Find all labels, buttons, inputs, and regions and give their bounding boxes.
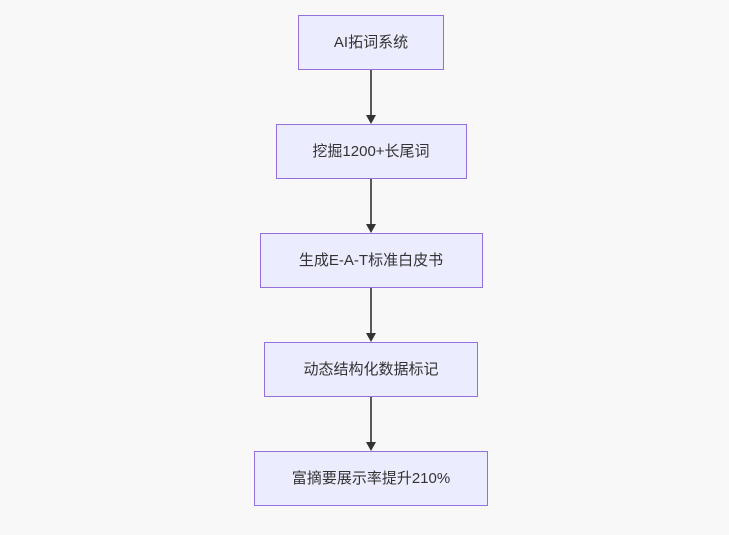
flowchart: AI拓词系统 挖掘1200+长尾词 生成E-A-T标准白皮书 动态结构化数据标记: [254, 15, 488, 506]
edge-arrow: [365, 288, 377, 342]
node-label: 动态结构化数据标记: [303, 361, 439, 378]
edge-arrow: [365, 70, 377, 124]
edge-line: [370, 288, 372, 334]
edge-line: [370, 397, 372, 443]
flowchart-node-rich-snippet-rate: 富摘要展示率提升210%: [254, 451, 488, 506]
flowchart-node-structured-data: 动态结构化数据标记: [264, 342, 478, 397]
arrowhead-icon: [366, 442, 376, 451]
node-label: 挖掘1200+长尾词: [312, 143, 430, 160]
arrowhead-icon: [366, 115, 376, 124]
edge-arrow: [365, 397, 377, 451]
node-label: AI拓词系统: [333, 34, 409, 51]
flowchart-node-ai-word-system: AI拓词系统: [298, 15, 444, 70]
flowchart-node-longtail-keywords: 挖掘1200+长尾词: [275, 124, 467, 179]
edge-line: [370, 70, 372, 116]
arrowhead-icon: [366, 224, 376, 233]
edge-arrow: [365, 179, 377, 233]
node-label: 生成E-A-T标准白皮书: [298, 252, 444, 269]
edge-line: [370, 179, 372, 225]
node-label: 富摘要展示率提升210%: [291, 470, 451, 487]
flowchart-node-eat-whitepaper: 生成E-A-T标准白皮书: [259, 233, 483, 288]
arrowhead-icon: [366, 333, 376, 342]
